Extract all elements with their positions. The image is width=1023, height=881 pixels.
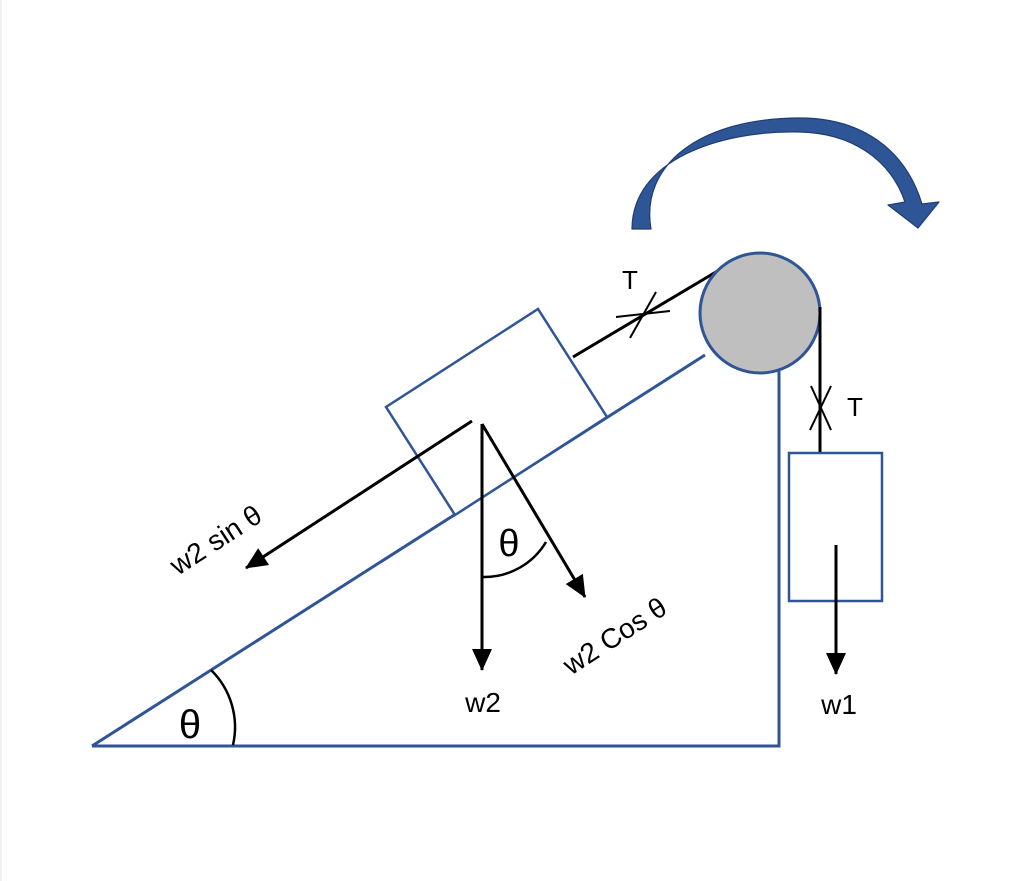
curved-arrow-clockwise-icon bbox=[631, 117, 940, 230]
tension-label-incline: T bbox=[622, 265, 638, 295]
w2-label: w2 bbox=[464, 687, 501, 718]
tension-label-hanging: T bbox=[847, 392, 863, 422]
tension-mark-hanging-b bbox=[809, 385, 832, 431]
force-angle-arc bbox=[481, 541, 548, 579]
w2-cos-label: w2 Cos θ bbox=[557, 591, 673, 681]
pulley bbox=[698, 251, 822, 375]
block-w2 bbox=[384, 307, 609, 517]
w1-label: w1 bbox=[820, 689, 857, 720]
force-w2-sin bbox=[245, 419, 473, 570]
incline-angle-arc bbox=[210, 669, 237, 746]
rope-incline bbox=[572, 264, 727, 359]
w2-sin-label: w2 sin θ bbox=[163, 499, 267, 581]
tension-mark-incline-b bbox=[629, 291, 657, 339]
force-w2-cos bbox=[480, 423, 587, 598]
force-angle-label: θ bbox=[498, 523, 519, 565]
incline-angle-label: θ bbox=[179, 703, 201, 747]
